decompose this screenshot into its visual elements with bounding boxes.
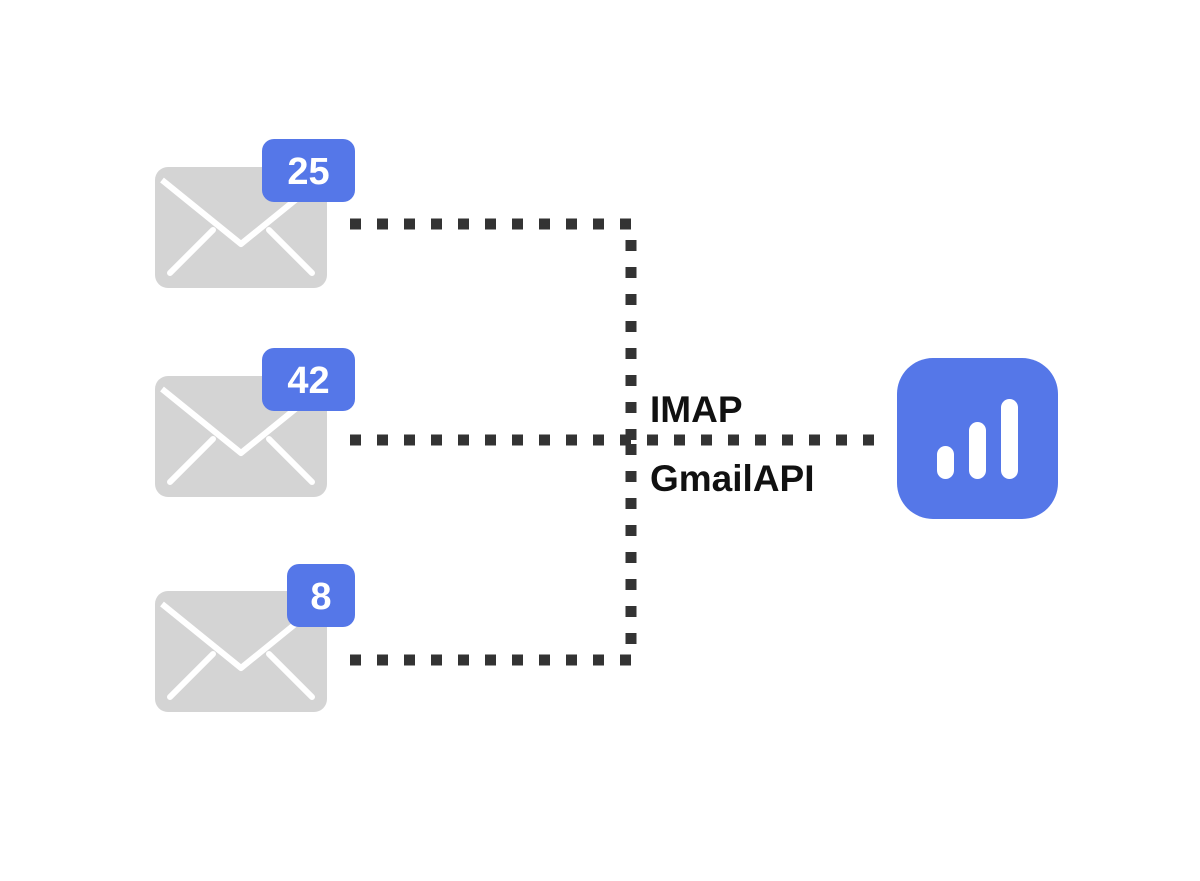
unread-badge: 25 [262,139,355,202]
unread-count: 8 [310,576,331,618]
inbox-1: 25 [155,139,355,288]
unread-badge: 8 [287,564,355,627]
connector-lines [350,218,886,666]
unread-badge: 42 [262,348,355,411]
unread-count: 42 [287,360,329,402]
protocol-label-gmail-api: GmailAPI [650,458,815,499]
unread-count: 25 [287,151,329,193]
protocol-label-imap: IMAP [650,389,743,430]
bar-chart-app-icon [897,358,1058,519]
inbox-3: 8 [155,564,355,712]
connector-inbox-1 [350,218,637,440]
inbox-2: 42 [155,348,355,497]
connector-inbox-3 [350,440,637,666]
